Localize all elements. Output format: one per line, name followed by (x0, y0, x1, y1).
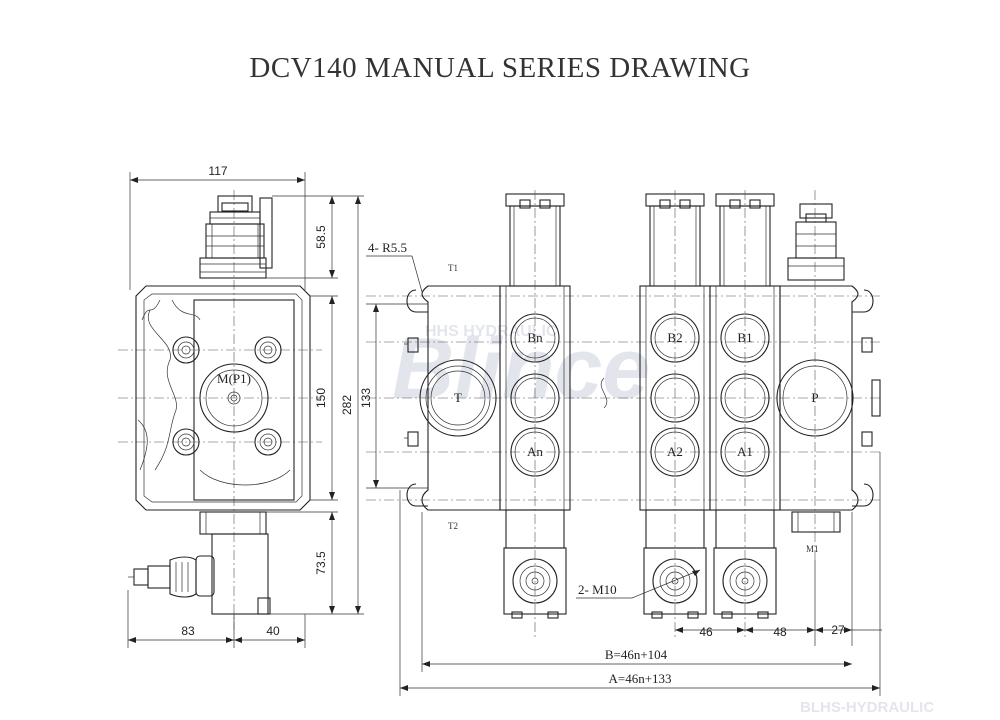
pressure-gauge-label: M1 (806, 544, 819, 554)
dim-58-5: 58.5 (314, 225, 328, 249)
b-formula: B=46n+104 (605, 647, 668, 662)
dim-46: 46 (699, 625, 713, 639)
outlet-cover: P M1 (776, 190, 881, 560)
section-1: B1 A1 (709, 190, 781, 640)
watermark-text: HHS HYDRAULIC (425, 323, 558, 340)
dim-117: 117 (208, 164, 227, 178)
side-view-dimensions: 117 58.5 150 73.5 282 83 40 (127, 164, 364, 648)
section-n: Bn An (499, 190, 571, 640)
inlet-cover: T T1 T2 (404, 263, 501, 531)
side-view: M(P1) (118, 190, 322, 630)
a-formula: A=46n+133 (608, 671, 671, 686)
dim-282: 282 (340, 395, 354, 415)
dim-27: 27 (831, 623, 845, 637)
radius-callout: 4- R5.5 (368, 240, 407, 255)
section-2: B2 A2 (639, 190, 711, 640)
dim-48: 48 (773, 625, 787, 639)
tank-top-label: T1 (448, 263, 458, 273)
dim-73-5: 73.5 (314, 551, 328, 575)
thread-callout: 2- M10 (578, 582, 617, 597)
dim-83: 83 (181, 624, 195, 638)
front-view: T T1 T2 Bn An (359, 190, 882, 696)
dim-133: 133 (359, 388, 373, 408)
page-title: DCV140 MANUAL SERIES DRAWING (249, 52, 751, 84)
dim-40: 40 (266, 624, 280, 638)
break-symbol (600, 377, 608, 409)
tank-port-label: T (454, 390, 462, 405)
tank-bottom-label: T2 (448, 521, 458, 531)
port-label-mp1: M(P1) (217, 371, 251, 386)
watermark-footer-text: BLHS-HYDRAULIC (800, 699, 934, 716)
dim-150: 150 (314, 388, 328, 408)
